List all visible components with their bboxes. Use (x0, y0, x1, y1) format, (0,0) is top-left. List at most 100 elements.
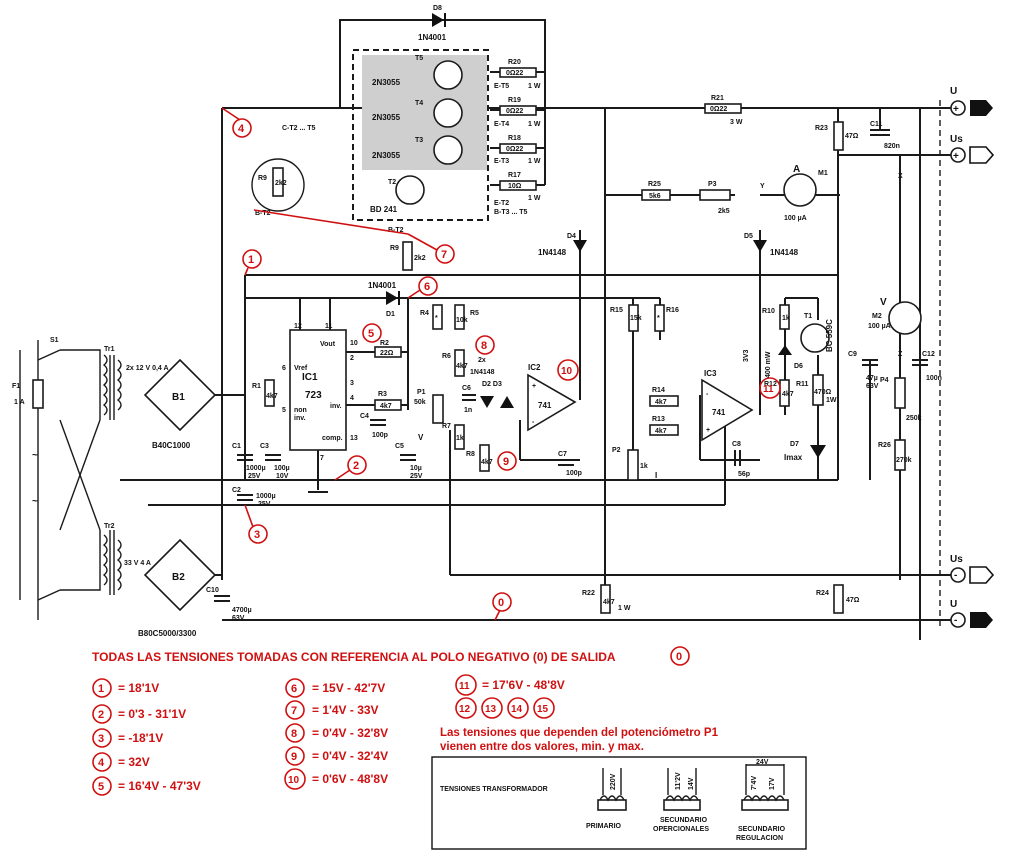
transistor-t3 (433, 135, 463, 165)
svg-text:8: 8 (291, 728, 297, 740)
ic2-pin-plus: + (532, 383, 536, 390)
t1-part: BC 559C (825, 319, 834, 352)
r1-ref: R1 (252, 383, 261, 390)
r16-value: * (657, 315, 660, 322)
c9-ref: C9 (848, 351, 857, 358)
marker-5 (362, 323, 382, 343)
marker-8 (475, 335, 495, 355)
resistor-r19 (499, 105, 537, 116)
diode-d4 (573, 240, 587, 252)
r17-ref: R17 (508, 172, 521, 179)
meter-m2 (888, 301, 922, 335)
remark-line-1: Las tensiones que dependen del potencióm… (440, 727, 719, 739)
ac-symbol-1: ~ (32, 450, 38, 461)
svg-text:1: 1 (98, 683, 104, 695)
ic2-ref: IC2 (528, 363, 541, 372)
reference-divider: R4 * R5 10k R6 4k7 P1 50k R7 1k R8 4k7 C… (414, 304, 514, 472)
diode-d8 (432, 13, 444, 27)
tbox-title: TENSIONES TRANSFORMADOR (440, 786, 548, 793)
ic2-pin-minus: - (532, 419, 535, 426)
node-bt3t5: B-T3 ... T5 (494, 209, 528, 216)
resistor-r12 (779, 379, 790, 407)
ic2-part: 741 (538, 401, 552, 410)
ic1-vout: Vout (320, 341, 336, 348)
marker-3 (248, 524, 268, 544)
resistor-r11 (812, 374, 824, 406)
notes-col3: 11 = 17'6V - 48'8V 12 13 14 15 Las tensi… (440, 674, 719, 753)
r20-power: 1 W (528, 83, 541, 90)
resistor-r18 (499, 143, 537, 154)
r8-value: 4k7 (481, 459, 493, 466)
r4-value: * (435, 315, 438, 322)
ic1-vref: Vref (294, 365, 308, 372)
svg-text:9: 9 (291, 751, 297, 763)
ic3-part: 741 (712, 408, 726, 417)
ic1-pin3: 3 (350, 380, 354, 387)
d8-ref: D8 (433, 5, 442, 12)
d8-part: 1N4001 (418, 33, 447, 42)
resistor-r3 (374, 399, 402, 411)
d2d3-ref: D2 D3 (482, 381, 502, 388)
tbox-reg-total: 24V (756, 759, 769, 766)
c9-value: 47µ (866, 375, 878, 382)
potentiometer-p4 (894, 377, 906, 409)
note-11: = 17'6V - 48'8V (482, 678, 565, 692)
d6-power: 400 mW (765, 351, 772, 378)
c5-voltage: 25V (410, 473, 423, 480)
voltage-markers: 4 1 2 3 5 6 7 8 9 10 11 0 (221, 107, 781, 621)
transformer-voltages-box: TENSIONES TRANSFORMADOR 220V PRIMARIO 11… (431, 756, 807, 850)
r25-value: 5k6 (649, 193, 661, 200)
tr2-spec: 33 V 4 A (124, 560, 151, 567)
ic1-part: 723 (305, 390, 322, 401)
heatsink-outline (352, 49, 489, 221)
ic1-pin11: 11 (325, 323, 333, 330)
notes-header: TODAS LAS TENSIONES TOMADAS CON REFERENC… (92, 650, 616, 664)
r9-value: 2k2 (414, 255, 426, 262)
terminal-us-plus (950, 147, 966, 163)
r21-power: 3 W (730, 119, 743, 126)
c7-value: 100p (566, 470, 582, 477)
r12-value: 4k7 (782, 391, 794, 398)
led-d7 (810, 445, 826, 458)
terminal-us-minus (950, 567, 966, 583)
s1-ref: S1 (50, 337, 59, 344)
c5-ref: C5 (395, 443, 404, 450)
ic1-inv: inv. (330, 403, 342, 410)
c3-voltage: 10V (276, 473, 289, 480)
r22-ref: R22 (582, 590, 595, 597)
r21-value: 0Ω22 (710, 106, 727, 113)
r13-ref: R13 (652, 416, 665, 423)
transistor-t1 (800, 323, 830, 353)
r18-power: 1 W (528, 158, 541, 165)
note-4: = 32V (118, 755, 150, 769)
m1-symbol: A (793, 164, 800, 175)
ic3-body (701, 378, 754, 442)
r8-ref: R8 (466, 451, 475, 458)
t2-ref: T2 (388, 179, 396, 186)
r9-inset: R9 2k2 B-T2 (251, 158, 305, 217)
c2-voltage: 25V (258, 501, 271, 508)
node-z: Z (898, 351, 903, 358)
p2-ref: P2 (612, 447, 621, 454)
d2d3-part: 1N4148 (470, 369, 495, 376)
d1-ref: D1 (386, 311, 395, 318)
p2-value: 1k (640, 463, 648, 470)
r21-ref: R21 (711, 95, 724, 102)
r24-value: 47Ω (846, 597, 860, 604)
r6-value: 4k7 (456, 363, 468, 370)
t3-ref: T3 (415, 137, 423, 144)
svg-text:6: 6 (424, 281, 430, 293)
tr2-primary (102, 534, 108, 586)
m1-ref: M1 (818, 170, 828, 177)
r26-ref: R26 (878, 442, 891, 449)
transistor-t5 (433, 60, 463, 90)
notes-header-marker (670, 646, 690, 666)
svg-text:-: - (954, 615, 957, 626)
node-v-label: V (418, 433, 424, 442)
node-et3: E-T3 (494, 158, 509, 165)
r7-ref: R7 (442, 423, 451, 430)
marker-7 (435, 244, 455, 264)
r11-value: 470Ω (814, 389, 832, 396)
svg-text:+: + (953, 151, 959, 162)
r20-value: 0Ω22 (506, 70, 523, 77)
